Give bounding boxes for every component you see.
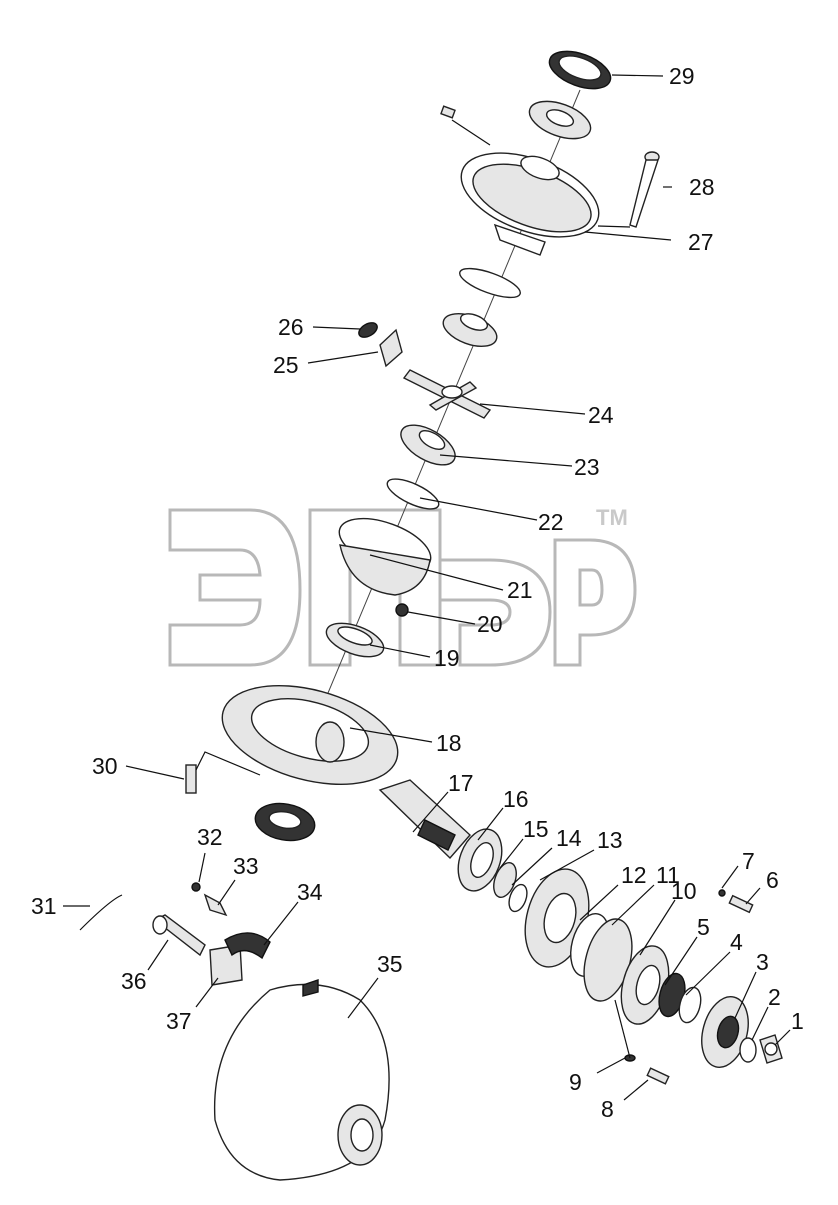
bearing-cup-part: [548, 50, 612, 90]
callout-1: 1: [791, 1008, 804, 1034]
callout-27: 27: [688, 229, 714, 255]
callout-36: 36: [121, 968, 147, 994]
pinion-washer-part: [358, 322, 378, 338]
callout-13: 13: [597, 827, 623, 853]
differential-case-lower: [338, 517, 432, 596]
callout-16: 16: [503, 786, 529, 812]
callout-21: 21: [507, 577, 533, 603]
thrust-washer-part: [459, 267, 521, 299]
callout-11: 11: [656, 862, 680, 888]
callout-2: 2: [768, 984, 781, 1010]
callout-3: 3: [756, 949, 769, 975]
callout-34: 34: [297, 879, 323, 905]
side-gear-part: [442, 313, 498, 347]
cover-bolt-part: [728, 894, 754, 914]
callout-30: 30: [92, 753, 118, 779]
pinion-bearing-part: [254, 802, 316, 842]
callout-19: 19: [434, 645, 460, 671]
callout-32: 32: [197, 824, 223, 850]
fitting-bolt-part: [152, 914, 206, 957]
callout-7: 7: [742, 848, 755, 874]
wire-lead-part: [79, 894, 123, 931]
callout-24: 24: [588, 402, 614, 428]
lower-side-gear-part: [400, 424, 456, 466]
callout-17: 17: [448, 770, 474, 796]
callout-6: 6: [766, 867, 779, 893]
callout-29: 29: [669, 63, 695, 89]
callout-28: 28: [689, 174, 715, 200]
callout-9: 9: [569, 1069, 582, 1095]
lock-nut-part: [395, 603, 409, 617]
breather-part: [203, 893, 228, 917]
bearing-cone-part: [528, 100, 592, 140]
callout-4: 4: [730, 929, 743, 955]
callout-26: 26: [278, 314, 304, 340]
callout-labels: 29 28 27 26 25 24 23 22 21 20 19 18 30 1…: [31, 63, 804, 1122]
spider-part: [402, 369, 492, 419]
pinion-gear-part: [379, 328, 403, 368]
lower-bolt-part: [646, 1067, 670, 1085]
pinion-front-bearing-part: [457, 828, 503, 892]
flange-washer-part: [739, 1037, 757, 1063]
callout-25: 25: [273, 352, 299, 378]
callout-37: 37: [166, 1008, 192, 1034]
callout-22: 22: [538, 509, 564, 535]
leader-lines: [63, 74, 791, 1101]
callout-10: 10: [671, 878, 697, 904]
case-bolt-part: [440, 105, 491, 146]
small-screw-part: [191, 882, 201, 892]
seal-ring-part: [678, 986, 702, 1024]
bolt-washer-part: [718, 889, 726, 897]
hose-part: [224, 932, 271, 960]
axle-housing-part: [213, 979, 390, 1181]
callout-18: 18: [436, 730, 462, 756]
callout-31: 31: [31, 893, 57, 919]
bearing-cover-part: [620, 945, 670, 1025]
ring-gear-bolt-part: [185, 751, 261, 794]
callout-12: 12: [621, 862, 647, 888]
flange-nut-part: [759, 1034, 783, 1064]
long-bolt-part: [597, 151, 660, 228]
lower-thrust-washer-part: [386, 478, 440, 510]
differential-case-half: [460, 152, 600, 256]
lower-bearing-cone-part: [325, 622, 385, 658]
callout-35: 35: [377, 951, 403, 977]
callout-15: 15: [523, 816, 549, 842]
watermark: TM: [168, 505, 637, 667]
callout-14: 14: [556, 825, 582, 851]
callout-20: 20: [477, 611, 503, 637]
callout-23: 23: [574, 454, 600, 480]
shim-part: [508, 883, 528, 913]
ring-gear-part: [221, 684, 399, 786]
callout-5: 5: [697, 914, 710, 940]
callout-33: 33: [233, 853, 259, 879]
trademark-mark: TM: [596, 505, 628, 530]
callout-8: 8: [601, 1096, 614, 1122]
